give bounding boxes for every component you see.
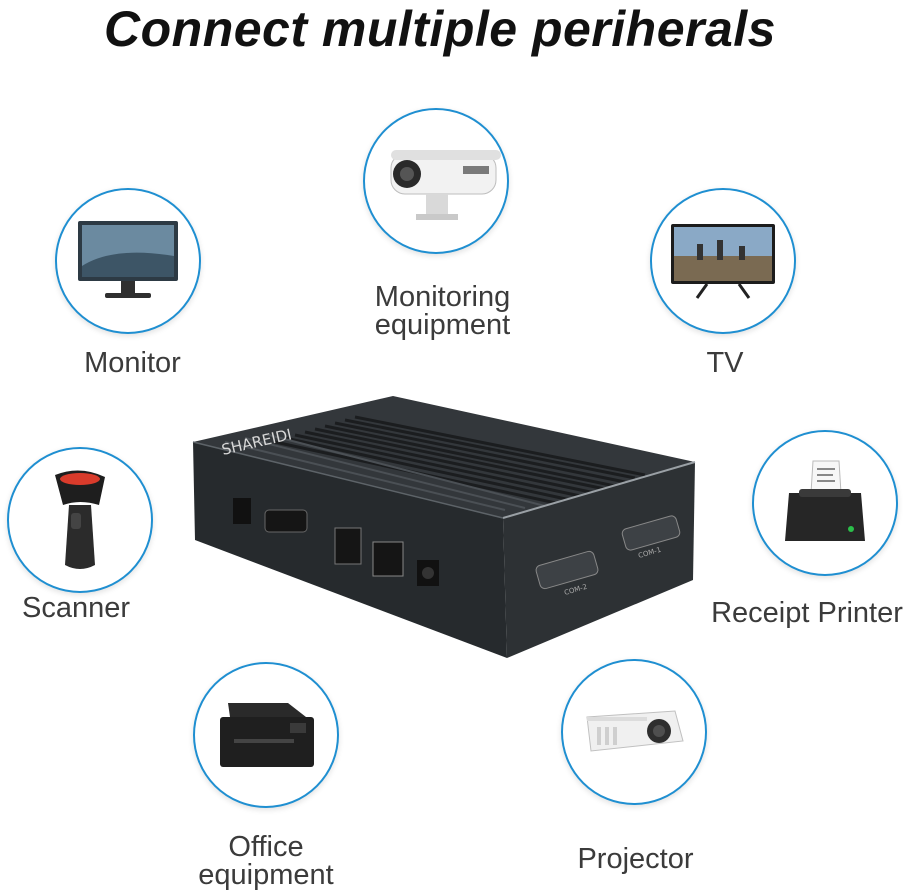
peripheral-circle-office	[193, 662, 339, 808]
peripheral-circle-scanner	[7, 447, 153, 593]
lan-port	[372, 541, 404, 577]
peripheral-circle-projector	[561, 659, 707, 805]
peripheral-circle-tv	[650, 188, 796, 334]
peripheral-label-monitor: Monitor	[84, 347, 181, 379]
com-port-2	[535, 550, 599, 590]
office-printer-icon	[220, 703, 314, 767]
peripheral-circle-monitoring	[363, 108, 509, 254]
peripheral-label-tv: TV	[706, 347, 744, 379]
peripheral-label-projector: Projector	[577, 843, 694, 875]
peripheral-label-office: Office equipment	[170, 831, 362, 891]
mini-pc-device: SHAREIDI COM-2 COM-1	[185, 390, 700, 665]
com-port-1	[621, 515, 681, 551]
page-title: Connect multiple periherals	[104, 1, 776, 57]
label-line-1: Monitoring	[374, 281, 511, 313]
monitor-icon	[78, 221, 178, 298]
barcode-scanner-icon	[55, 470, 105, 569]
label-line-1: Office	[228, 831, 304, 863]
mini-pc-illustration: SHAREIDI COM-2 COM-1	[192, 396, 696, 658]
usb-ports	[334, 527, 362, 565]
security-camera-icon	[390, 150, 501, 220]
receipt-printer-icon	[785, 460, 865, 541]
peripheral-label-monitoring: Monitoring equipment	[350, 281, 535, 341]
peripheral-label-receipt-printer: Receipt Printer	[711, 597, 903, 629]
label-line-2: equipment	[198, 859, 334, 891]
peripheral-circle-receipt-printer	[752, 430, 898, 576]
label-line-2: equipment	[374, 309, 511, 341]
projector-icon	[586, 710, 684, 752]
hdmi-port	[233, 498, 251, 524]
peripheral-label-scanner: Scanner	[21, 592, 130, 624]
tv-icon	[671, 224, 775, 299]
peripheral-circle-monitor	[55, 188, 201, 334]
vga-port	[264, 509, 308, 533]
